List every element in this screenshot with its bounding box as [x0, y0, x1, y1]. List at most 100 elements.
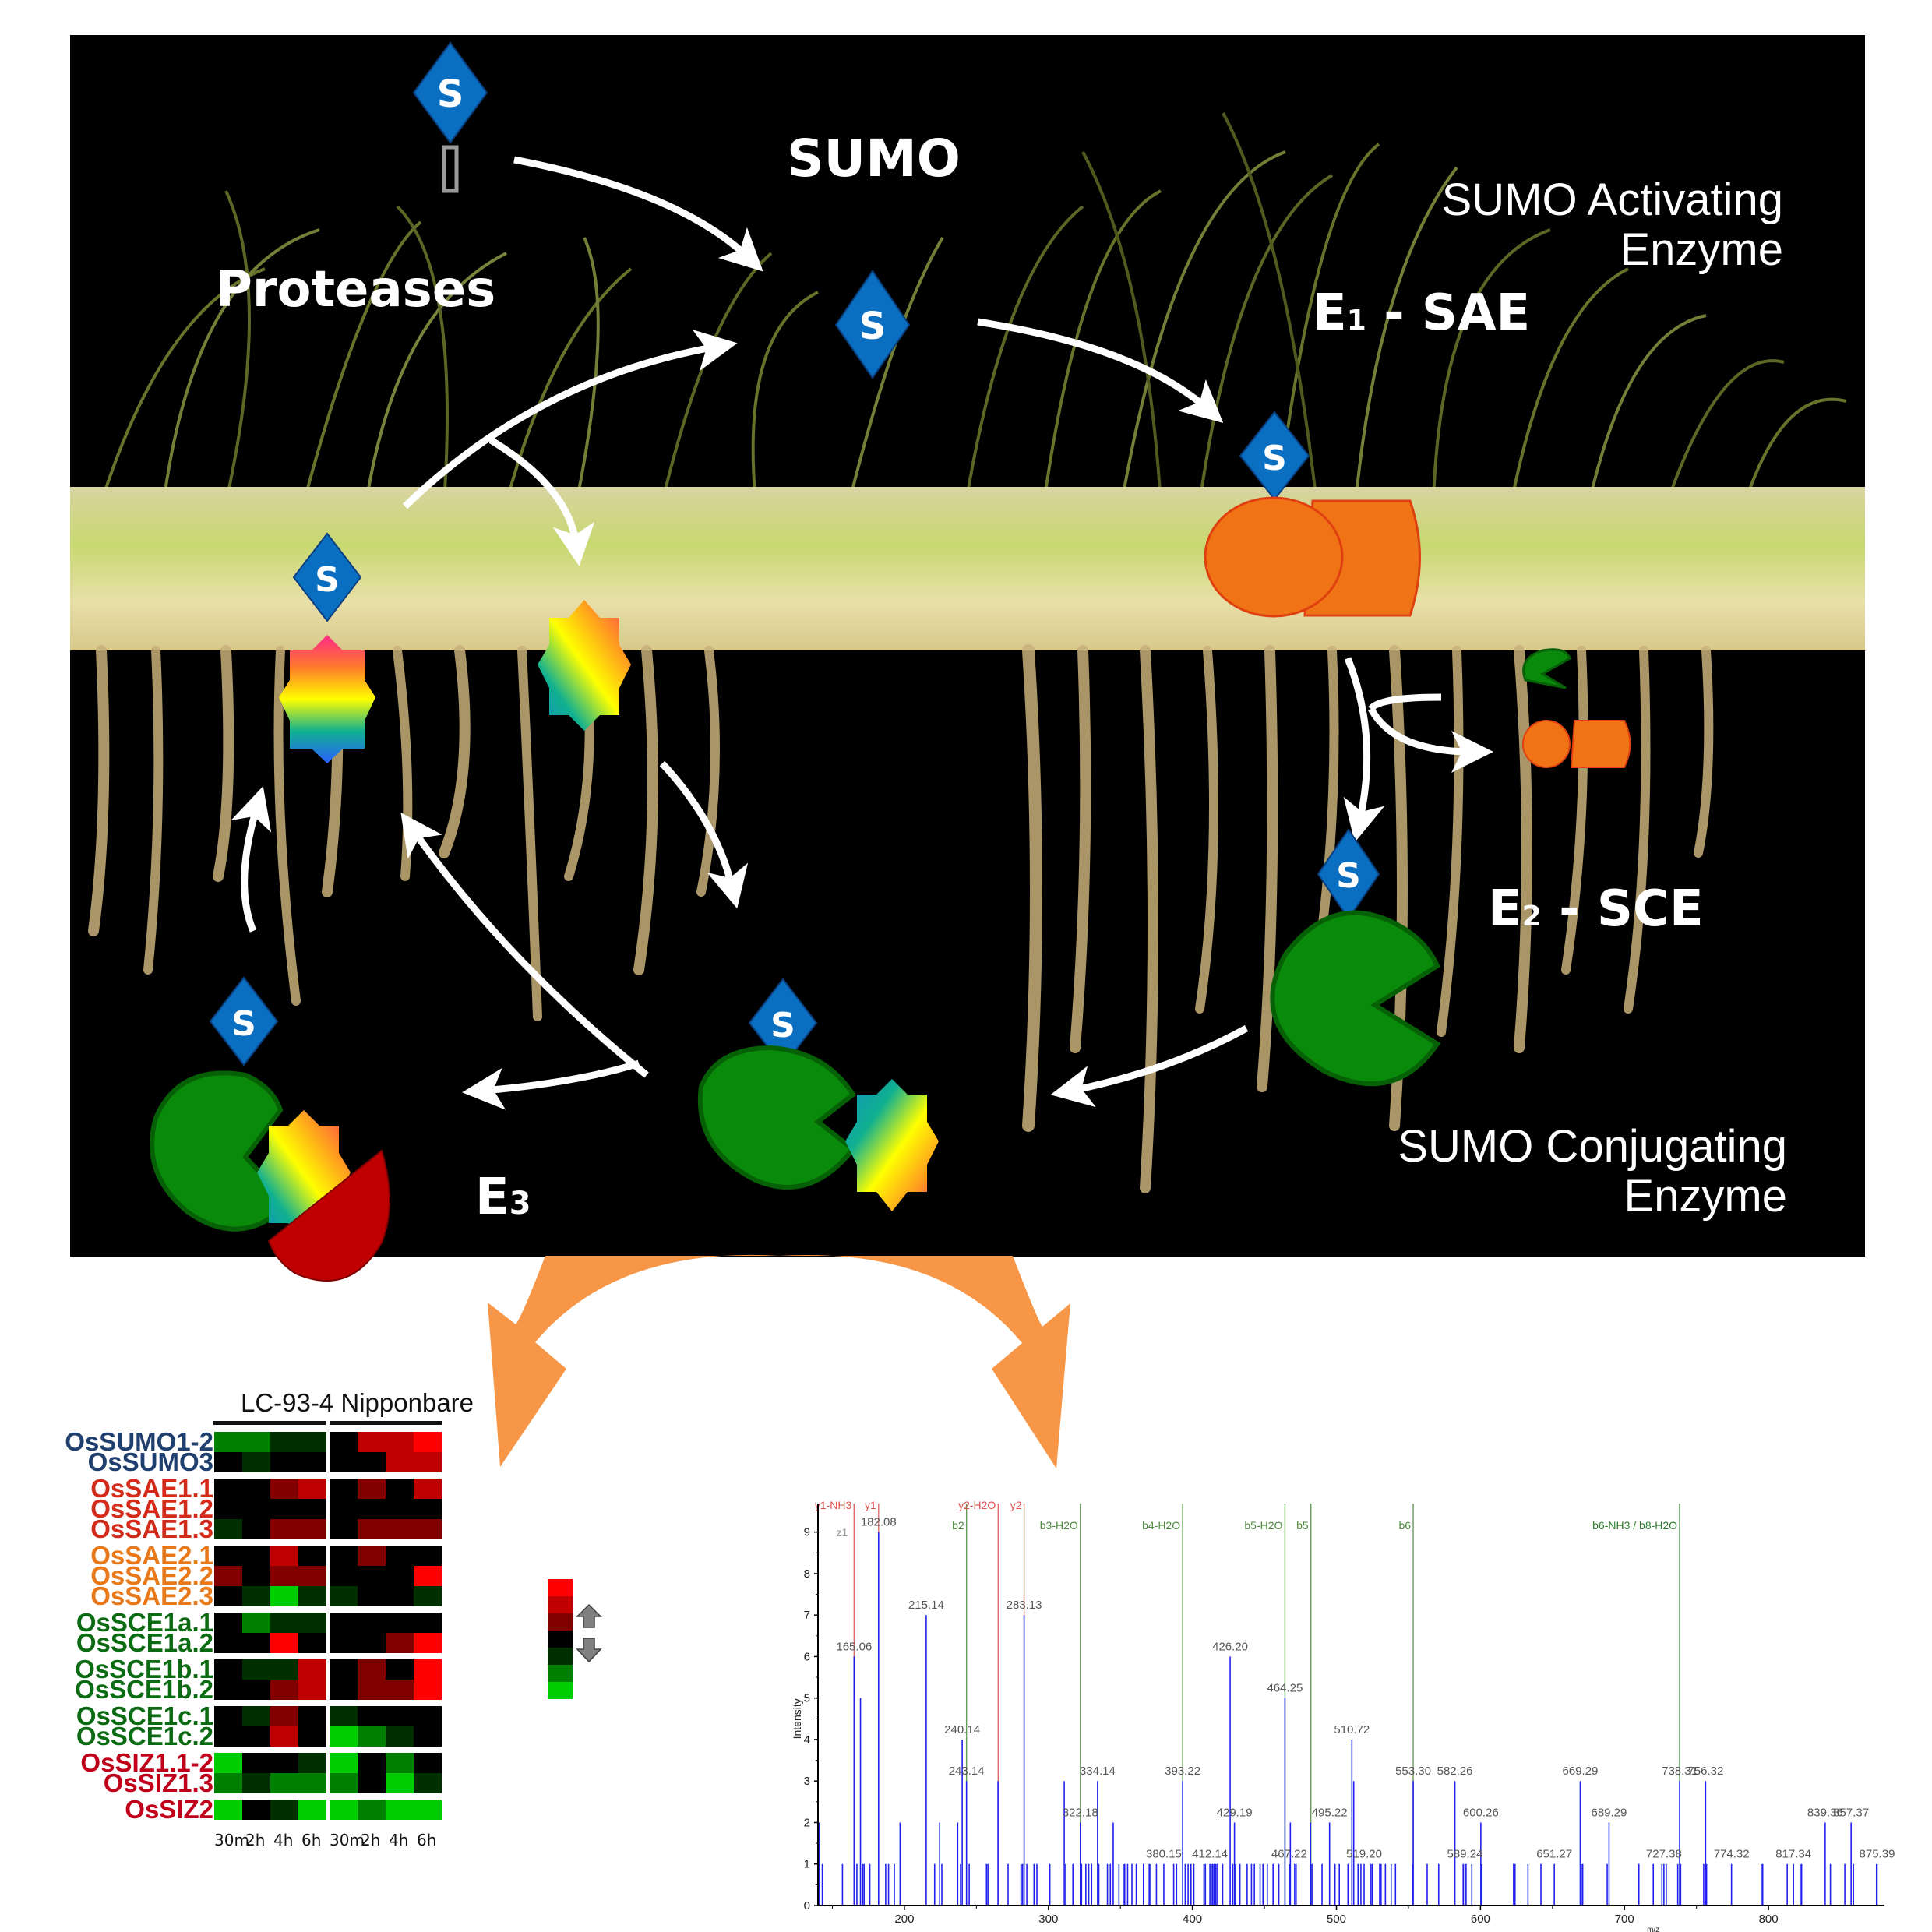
sumo-precursor: S: [412, 41, 488, 193]
heatmap-cell: [270, 1432, 298, 1452]
e2-pacman-icon: [1270, 910, 1441, 1087]
gene-label: OsSAE1.1: [90, 1474, 213, 1503]
legend-swatch: [548, 1682, 573, 1699]
heatmap-cell: [270, 1706, 298, 1726]
heatmap-cell: [414, 1680, 442, 1700]
heatmap-cell: [330, 1633, 358, 1653]
heatmap-cell: [386, 1680, 414, 1700]
peak-label: 182.08: [861, 1516, 897, 1529]
legend-swatch: [548, 1648, 573, 1665]
heatmap-cell: [270, 1499, 298, 1519]
y-tick-label: 1: [804, 1858, 810, 1871]
e1-small-subunit-icon: [1570, 720, 1631, 768]
heatmap-cell: [270, 1753, 298, 1773]
svg-text:S: S: [231, 1004, 256, 1044]
heatmap-cell: [330, 1613, 358, 1633]
substrate-star-icon: [845, 1079, 939, 1211]
peak-label: 243.14: [949, 1765, 985, 1778]
heatmap-cell: [242, 1546, 270, 1566]
heatmap-cell: [358, 1546, 386, 1566]
sumoylated-substrate: S: [279, 532, 375, 763]
svg-text:S: S: [770, 1006, 795, 1045]
heatmap-cell: [414, 1479, 442, 1499]
peak-label: 495.22: [1312, 1806, 1348, 1819]
label-sumo: SUMO: [787, 129, 961, 189]
heatmap-cell: [386, 1566, 414, 1586]
heatmap-cell: [414, 1800, 442, 1820]
heatmap-cell: [358, 1586, 386, 1606]
peak-label: 689.29: [1591, 1806, 1627, 1819]
heatmap-cell: [414, 1499, 442, 1519]
peak-label-layer: 165.06182.08215.14240.14243.14283.13322.…: [836, 1516, 1895, 1861]
condition-bar-lc93: [213, 1421, 326, 1425]
heatmap-cell: [414, 1432, 442, 1452]
peak-label: 215.14: [908, 1599, 944, 1612]
y-tick-label: 7: [804, 1609, 810, 1622]
grass-background: [100, 112, 1847, 503]
peak-label: 393.22: [1165, 1765, 1200, 1778]
heatmap-cell: [298, 1659, 326, 1680]
heatmap-cell: [386, 1633, 414, 1653]
heatmap-cell: [242, 1659, 270, 1680]
down-arrow-icon: [576, 1638, 602, 1663]
heatmap-cell: [242, 1800, 270, 1820]
timepoint-label: 30m: [214, 1831, 249, 1849]
heatmap-cell: [386, 1432, 414, 1452]
x-tick-label: 400: [1183, 1913, 1202, 1926]
heatmap-cell: [242, 1680, 270, 1700]
gene-label: OsSAE2.1: [90, 1541, 213, 1570]
arrow-e1-to-e2: [1343, 657, 1385, 843]
branch-arrow-left-icon: [488, 1254, 779, 1467]
heatmap-cell: [214, 1706, 242, 1726]
peak-label: 727.38: [1646, 1848, 1682, 1861]
arrow-e2-to-complex: [1050, 1025, 1249, 1108]
heatmap-cell: [330, 1519, 358, 1539]
heatmap-cell: [270, 1726, 298, 1747]
fragment-marker-label: y2-H2O: [958, 1499, 996, 1511]
arrow-substrate-to-e2: [659, 760, 749, 909]
heatmap-cell: [242, 1586, 270, 1606]
heatmap-cell: [214, 1566, 242, 1586]
condition-bar-nipponbare: [330, 1421, 442, 1425]
peak-label: 412.14: [1192, 1848, 1228, 1861]
x-tick-label: 700: [1615, 1913, 1634, 1926]
fragment-marker-label: b6: [1398, 1519, 1411, 1532]
heatmap-cell: [298, 1726, 326, 1747]
peak-layer: [819, 1532, 1878, 1906]
heatmap-cell: [386, 1773, 414, 1793]
e3-ligase-icon: [267, 1149, 390, 1282]
peak-label: 519.20: [1346, 1848, 1382, 1861]
peak-label: 240.14: [944, 1723, 980, 1736]
arrow-recycle-to-sumo: [402, 330, 738, 509]
fragment-marker-label: b3-H2O: [1040, 1519, 1078, 1532]
fragment-marker-label: b4-H2O: [1142, 1519, 1180, 1532]
heatmap-cell: [330, 1452, 358, 1472]
heatmap-cell: [214, 1659, 242, 1680]
svg-text:S: S: [859, 305, 887, 348]
timepoint-label: 6h: [301, 1831, 322, 1849]
sumo-diamond-icon: [412, 41, 488, 144]
heatmap-cell: [270, 1633, 298, 1653]
peak-label: 669.29: [1563, 1765, 1599, 1778]
label-sumo-conjugating-enzyme: SUMO Conjugating Enzyme: [1398, 1121, 1787, 1222]
y-tick-label: 4: [804, 1733, 810, 1747]
peak-label: 839.36: [1807, 1806, 1843, 1819]
y-tick-label: 9: [804, 1526, 810, 1539]
sumo-diamond-icon: [292, 532, 362, 622]
released-enzymes: [1522, 648, 1631, 768]
heatmap-cell: [214, 1726, 242, 1747]
e1-subunit-1-icon: [1204, 496, 1344, 618]
heatmap-title: LC-93-4 Nipponbare: [241, 1388, 474, 1417]
gene-label: OsSAE2.2: [90, 1561, 213, 1590]
heatmap-cell: [414, 1452, 442, 1472]
heatmap-cell: [242, 1452, 270, 1472]
fragment-marker-label: b6-NH3 / b8-H2O: [1592, 1519, 1677, 1532]
heatmap-cell: [330, 1546, 358, 1566]
heatmap-cell: [414, 1773, 442, 1793]
arrow-sumo-to-e1: [977, 318, 1224, 423]
e2-sce-complex: S: [1270, 828, 1441, 1087]
heatmap-cell: [214, 1800, 242, 1820]
heatmap-cell: [358, 1753, 386, 1773]
peak-label: 322.18: [1063, 1806, 1098, 1819]
heatmap-cell: [358, 1800, 386, 1820]
